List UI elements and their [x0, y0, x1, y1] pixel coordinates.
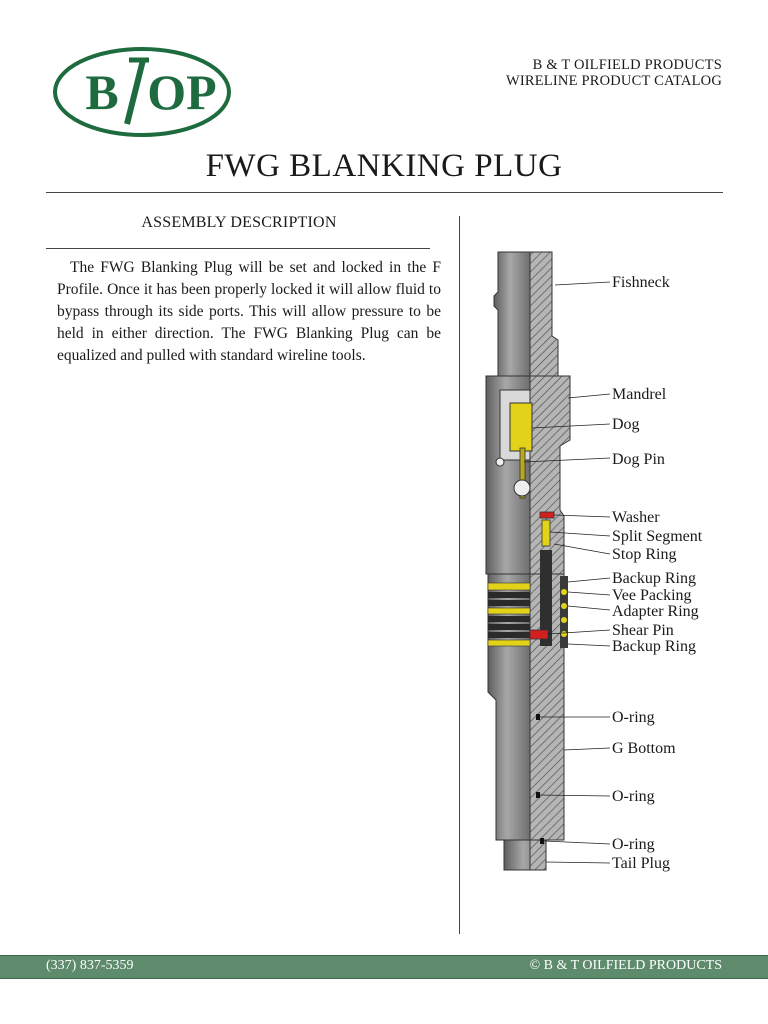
label-oring-1: O-ring [612, 709, 655, 726]
footer-phone: (337) 837-5359 [46, 958, 134, 973]
assembly-heading: ASSEMBLY DESCRIPTION [141, 214, 337, 231]
label-tail-plug: Tail Plug [612, 855, 670, 872]
label-mandrel: Mandrel [612, 386, 667, 403]
logo-text-left: B [85, 64, 118, 120]
company-name: B & T OILFIELD PRODUCTS [532, 57, 722, 73]
company-header: B & T OILFIELD PRODUCTS WIRELINE PRODUCT… [506, 57, 722, 89]
label-dog: Dog [612, 416, 640, 433]
label-backup-ring-1: Backup Ring [612, 570, 696, 587]
logo-text-right: OP [147, 64, 216, 120]
label-dog-pin: Dog Pin [612, 451, 665, 468]
label-g-bottom: G Bottom [612, 740, 676, 757]
label-shear-pin: Shear Pin [612, 622, 674, 639]
label-washer: Washer [612, 509, 660, 526]
label-oring-2: O-ring [612, 788, 655, 805]
label-stop-ring: Stop Ring [612, 546, 676, 563]
assembly-divider [46, 248, 430, 249]
label-vee-packing: Vee Packing [612, 587, 692, 604]
column-divider [459, 216, 460, 934]
label-split-segment: Split Segment [612, 528, 703, 545]
label-oring-3: O-ring [612, 836, 655, 853]
label-fishneck: Fishneck [612, 274, 670, 291]
footer-copyright: © B & T OILFIELD PRODUCTS [529, 958, 722, 973]
plug-cutaway-diagram: Fishneck Mandrel Dog Dog Pin Washer Spli… [485, 251, 703, 872]
label-adapter-ring: Adapter Ring [612, 603, 699, 620]
page-title: FWG BLANKING PLUG [205, 148, 563, 184]
plug-components [487, 402, 568, 844]
catalog-name: WIRELINE PRODUCT CATALOG [505, 73, 722, 89]
label-backup-ring-2: Backup Ring [612, 638, 696, 655]
page-footer: (337) 837-5359 © B & T OILFIELD PRODUCTS [0, 955, 768, 979]
callout-labels: Fishneck Mandrel Dog Dog Pin Washer Spli… [612, 274, 703, 872]
btop-logo: B OP [53, 47, 231, 137]
plug-body-drawing [485, 251, 571, 871]
callout-leaders [523, 281, 611, 864]
title-divider [46, 192, 723, 193]
assembly-description: The FWG Blanking Plug will be set and lo… [57, 259, 441, 364]
